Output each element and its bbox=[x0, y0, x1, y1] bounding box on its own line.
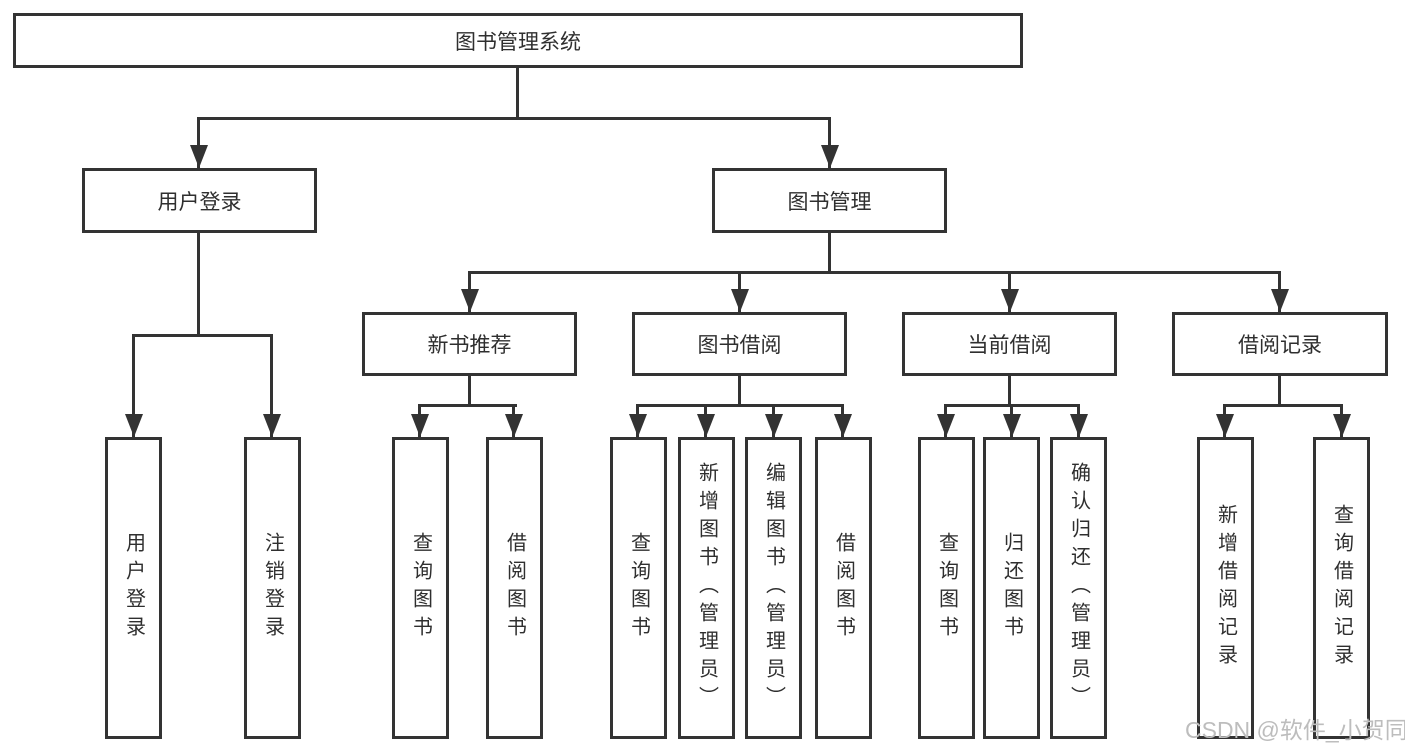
connector-stem-logout-leaf bbox=[270, 336, 273, 437]
connector-current-borrow-vline bbox=[1008, 376, 1011, 406]
arrow-down-icon bbox=[937, 414, 955, 437]
leaf-borrow-books: 借阅图书 bbox=[815, 437, 872, 739]
leaf-add-books-admin: 新增图书（管理员） bbox=[678, 437, 735, 739]
connector-stem-book-management bbox=[828, 119, 831, 168]
arrow-down-icon bbox=[629, 414, 647, 437]
leaf-add-borrow-record: 新增借阅记录 bbox=[1197, 437, 1254, 739]
arrow-down-icon bbox=[821, 145, 839, 168]
connector-borrow-records-vline bbox=[1278, 376, 1281, 406]
connector-level3-hline bbox=[468, 271, 1281, 274]
leaf-edit-books-admin: 编辑图书（管理员） bbox=[745, 437, 802, 739]
leaf-borrow-books-recommend: 借阅图书 bbox=[486, 437, 543, 739]
arrow-down-icon bbox=[1271, 289, 1289, 312]
leaf-query-borrow-record: 查询借阅记录 bbox=[1313, 437, 1370, 739]
arrow-down-icon bbox=[505, 414, 523, 437]
connector-stem-login-leaf bbox=[132, 336, 135, 437]
leaf-logout: 注销登录 bbox=[244, 437, 301, 739]
node-book-management: 图书管理 bbox=[712, 168, 947, 233]
arrow-down-icon bbox=[765, 414, 783, 437]
leaf-query-books-borrow: 查询图书 bbox=[610, 437, 667, 739]
node-current-borrow: 当前借阅 bbox=[902, 312, 1117, 376]
leaf-query-books-current: 查询图书 bbox=[918, 437, 975, 739]
node-user-login: 用户登录 bbox=[82, 168, 317, 233]
connector-root-vline bbox=[516, 68, 519, 119]
connector-book-borrow-vline bbox=[738, 376, 741, 406]
connector-user-login-vline bbox=[197, 233, 200, 336]
arrow-down-icon bbox=[1070, 414, 1088, 437]
connector-stem-user-login bbox=[197, 119, 200, 168]
node-library-management-system: 图书管理系统 bbox=[13, 13, 1023, 68]
connector-book-borrow-hline bbox=[636, 404, 844, 407]
connector-user-login-hline bbox=[132, 334, 273, 337]
arrow-down-icon bbox=[1333, 414, 1351, 437]
leaf-return-books: 归还图书 bbox=[983, 437, 1040, 739]
leaf-confirm-return-admin: 确认归还（管理员） bbox=[1050, 437, 1107, 739]
arrow-down-icon bbox=[1001, 289, 1019, 312]
node-new-book-recommend: 新书推荐 bbox=[362, 312, 577, 376]
node-book-borrow: 图书借阅 bbox=[632, 312, 847, 376]
csdn-watermark: CSDN @软件_小贺同学 bbox=[1185, 717, 1405, 743]
arrow-down-icon bbox=[1003, 414, 1021, 437]
node-borrow-records: 借阅记录 bbox=[1172, 312, 1388, 376]
arrow-down-icon bbox=[461, 289, 479, 312]
leaf-user-login: 用户登录 bbox=[105, 437, 162, 739]
arrow-down-icon bbox=[731, 289, 749, 312]
connector-borrow-records-hline bbox=[1223, 404, 1343, 407]
arrow-down-icon bbox=[411, 414, 429, 437]
connector-new-book-hline bbox=[418, 404, 517, 407]
arrow-down-icon bbox=[697, 414, 715, 437]
connector-book-management-vline bbox=[828, 233, 831, 273]
arrow-down-icon bbox=[1216, 414, 1234, 437]
arrow-down-icon bbox=[125, 414, 143, 437]
arrow-down-icon bbox=[190, 145, 208, 168]
leaf-query-books-recommend: 查询图书 bbox=[392, 437, 449, 739]
connector-current-borrow-hline bbox=[944, 404, 1080, 407]
arrow-down-icon bbox=[263, 414, 281, 437]
connector-new-book-vline bbox=[468, 376, 471, 406]
arrow-down-icon bbox=[834, 414, 852, 437]
connector-level2-hline bbox=[197, 117, 831, 120]
